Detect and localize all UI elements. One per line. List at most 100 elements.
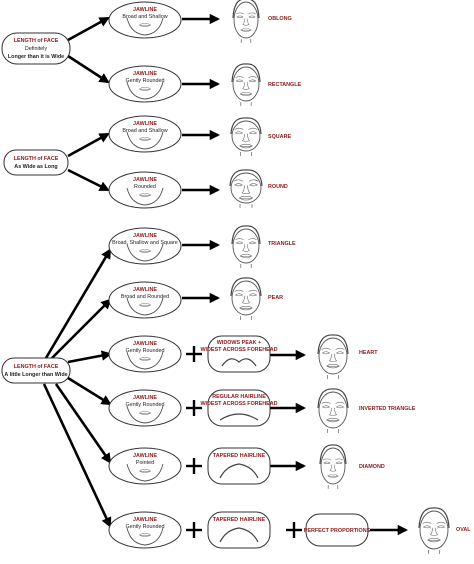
jaw-sketch-icon xyxy=(126,297,164,316)
plus-icon xyxy=(286,522,302,538)
length-line: As Wide as Long xyxy=(14,164,57,170)
length-line: A little Longer than Wide xyxy=(4,372,67,378)
face-diamond-icon xyxy=(319,444,347,489)
hairline-box-2: REGULAR HAIRLINE WIDEST ACROSS FOREHEAD xyxy=(200,389,278,427)
jawline-title: JAWLINE xyxy=(133,287,157,293)
face-round-icon xyxy=(229,169,263,208)
plus-icon xyxy=(186,458,202,474)
hairline-label: WIDOWS PEAK + xyxy=(217,340,261,346)
jawline-title: JAWLINE xyxy=(133,341,157,347)
jawline-desc: Broad and Rounded xyxy=(121,294,169,300)
face-rectangle-icon xyxy=(231,63,261,106)
hairline-box-3: TAPERED HAIRLINE xyxy=(207,447,271,485)
arrow-g1-j1 xyxy=(67,16,110,42)
jawline-desc: Gently Rounded xyxy=(126,402,165,408)
jawline-desc: Broad and Shallow xyxy=(122,14,167,20)
length-box-3: LENGTH of FACE A little Longer than Wide xyxy=(1,357,71,384)
face-inverted-triangle-icon xyxy=(317,388,349,433)
jawline-title: JAWLINE xyxy=(133,121,157,127)
hairline-label: WIDEST ACROSS FOREHEAD xyxy=(200,401,277,407)
jawline-desc: Broad and Shallow xyxy=(122,128,167,134)
jawline-desc: Gently Rounded xyxy=(126,348,165,354)
arrow-g2-j3 xyxy=(67,132,110,158)
face-square-icon xyxy=(230,117,262,156)
plus-icon xyxy=(186,400,202,416)
hairline-label: REGULAR HAIRLINE xyxy=(212,394,266,400)
length-line: Definitely xyxy=(25,46,47,52)
jawline-desc: Rounded xyxy=(134,184,156,190)
connector-arrows xyxy=(42,13,409,536)
length-line: Longer than it is Wide xyxy=(8,54,64,60)
shape-label-heart: HEART xyxy=(359,350,378,356)
jawline-desc: Broad, Shallow and Square xyxy=(112,240,178,246)
shape-label-diamond: DIAMOND xyxy=(359,464,385,470)
jaw-sketch-icon xyxy=(126,527,164,546)
hairline-box-1: WIDOWS PEAK + WIDEST ACROSS FOREHEAD xyxy=(200,335,278,373)
jawline-title: JAWLINE xyxy=(133,177,157,183)
face-triangle-icon xyxy=(231,225,261,268)
hairline-label: TAPERED HAIRLINE xyxy=(213,517,266,523)
arrow-g3-j7 xyxy=(67,350,113,364)
shape-labels: OBLONG RECTANGLE SQUARE ROUND TRIANGLE P… xyxy=(268,16,471,533)
widows-peak-hairline-icon xyxy=(221,358,257,367)
hairline-box-4: TAPERED HAIRLINE xyxy=(207,511,271,549)
plus-signs xyxy=(186,346,302,538)
jaw-sketch-icon xyxy=(126,405,164,424)
length-title: LENGTH of FACE xyxy=(14,156,59,162)
shape-label-oblong: OBLONG xyxy=(268,16,292,22)
jaw-sketch-icon xyxy=(126,131,164,150)
perfect-proportions-label: PERFECT PROPORTIONS xyxy=(304,528,371,534)
plus-icon xyxy=(186,522,202,538)
arrow-g3-j5 xyxy=(44,248,112,359)
jawline-title: JAWLINE xyxy=(133,453,157,459)
shape-label-pear: PEAR xyxy=(268,295,283,301)
hairline-label: WIDEST ACROSS FOREHEAD xyxy=(200,347,277,353)
jawline-title: JAWLINE xyxy=(133,517,157,523)
shape-label-inverted-triangle: INVERTED TRIANGLE xyxy=(359,406,416,412)
face-oval-icon xyxy=(418,507,450,554)
face-illustrations xyxy=(229,0,450,554)
face-heart-icon xyxy=(317,334,349,379)
jawline-title: JAWLINE xyxy=(133,395,157,401)
jawline-title: JAWLINE xyxy=(133,233,157,239)
arrow-g1-j2 xyxy=(67,54,110,84)
jawline-title: JAWLINE xyxy=(133,7,157,13)
jaw-sketch-icon xyxy=(126,81,164,100)
shape-label-round: ROUND xyxy=(268,184,288,190)
jawline-title: JAWLINE xyxy=(133,71,157,77)
jawline-desc: Gently Rounded xyxy=(126,78,165,84)
shape-label-oval: OVAL xyxy=(456,527,471,533)
arrow-g3-j8 xyxy=(67,376,112,406)
jaw-sketch-icon xyxy=(126,351,164,370)
jaw-sketch-icon xyxy=(126,463,164,482)
face-oblong-icon xyxy=(232,0,260,43)
hairline-label: TAPERED HAIRLINE xyxy=(213,453,266,459)
length-title: LENGTH of FACE xyxy=(14,364,59,370)
jawline-desc: Pointed xyxy=(136,460,154,466)
arrow-g3-j9 xyxy=(54,383,112,464)
tapered-hairline-icon xyxy=(219,463,259,479)
arrow-g3-j6 xyxy=(51,298,112,359)
plus-icon xyxy=(186,346,202,362)
regular-hairline-icon xyxy=(219,413,259,421)
arrow-g2-j4 xyxy=(67,168,110,192)
shape-label-rectangle: RECTANGLE xyxy=(268,82,302,88)
length-box-2: LENGTH of FACE As Wide as Long xyxy=(3,149,69,176)
face-pear-icon xyxy=(230,277,262,320)
shape-label-triangle: TRIANGLE xyxy=(268,241,296,247)
jaw-sketch-icon xyxy=(126,243,164,262)
perfect-proportions-box: PERFECT PROPORTIONS xyxy=(304,513,371,547)
tapered-hairline-icon xyxy=(219,527,259,543)
